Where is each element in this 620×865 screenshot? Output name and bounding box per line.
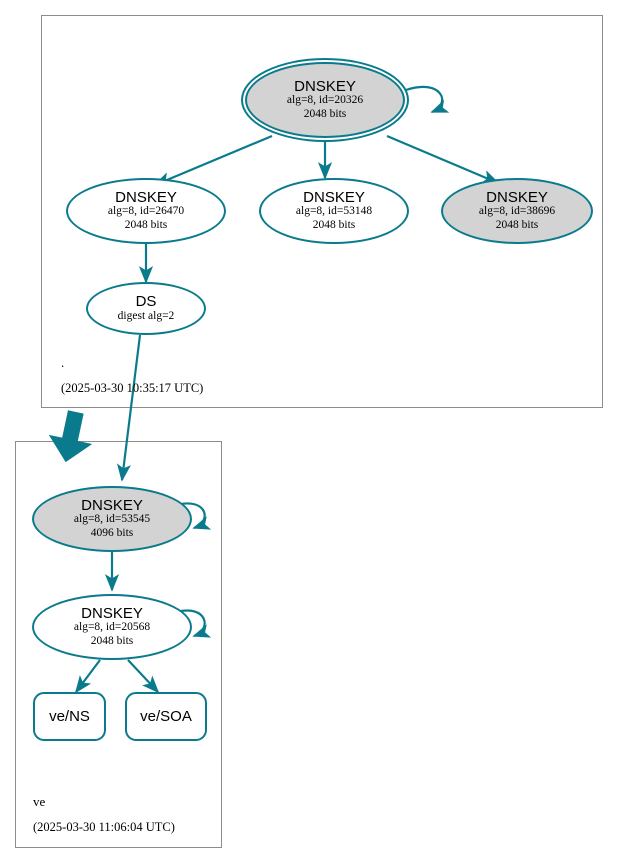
- node-dnskey-53545[interactable]: DNSKEY alg=8, id=53545 4096 bits: [32, 486, 192, 552]
- node-rrset-ve-soa[interactable]: ve/SOA: [125, 692, 207, 741]
- rrset-label: ve/NS: [49, 708, 90, 725]
- node-dnskey-53148[interactable]: DNSKEY alg=8, id=53148 2048 bits: [259, 178, 409, 244]
- node-keysize: 4096 bits: [90, 526, 134, 539]
- node-title: DNSKEY: [81, 604, 143, 622]
- node-dnskey-20568[interactable]: DNSKEY alg=8, id=20568 2048 bits: [32, 594, 192, 660]
- node-title: DNSKEY: [81, 496, 143, 514]
- node-ds-digest-alg-2[interactable]: DS digest alg=2: [86, 282, 206, 335]
- node-keyinfo: alg=8, id=20568: [73, 621, 151, 634]
- node-title: DS: [135, 292, 157, 310]
- node-keysize: 2048 bits: [303, 107, 347, 120]
- node-keyinfo: alg=8, id=26470: [107, 205, 185, 218]
- node-dnskey-38696[interactable]: DNSKEY alg=8, id=38696 2048 bits: [441, 178, 593, 244]
- node-keyinfo: alg=8, id=20326: [286, 94, 364, 107]
- node-title: DNSKEY: [303, 188, 365, 206]
- node-keyinfo: alg=8, id=38696: [478, 205, 556, 218]
- node-keysize: 2048 bits: [90, 634, 134, 647]
- zone-timestamp-ve: (2025-03-30 11:06:04 UTC): [33, 820, 175, 834]
- zone-label-root: .: [61, 355, 65, 370]
- zone-box-root: [41, 15, 603, 408]
- node-title: DNSKEY: [115, 188, 177, 206]
- node-title: DNSKEY: [486, 188, 548, 206]
- node-dnskey-26470[interactable]: DNSKEY alg=8, id=26470 2048 bits: [66, 178, 226, 244]
- node-dnskey-20326[interactable]: DNSKEY alg=8, id=20326 2048 bits: [245, 62, 405, 138]
- zone-timestamp-root: (2025-03-30 10:35:17 UTC): [61, 381, 204, 395]
- node-keysize: 2048 bits: [495, 218, 539, 231]
- node-title: DNSKEY: [294, 77, 356, 95]
- node-rrset-ve-ns[interactable]: ve/NS: [33, 692, 106, 741]
- node-keyinfo: alg=8, id=53148: [295, 205, 373, 218]
- node-keysize: 2048 bits: [312, 218, 356, 231]
- node-keyinfo: alg=8, id=53545: [73, 513, 151, 526]
- node-digestinfo: digest alg=2: [117, 309, 175, 322]
- zone-box-ve: [15, 441, 222, 848]
- zone-label-ve: ve: [33, 794, 46, 809]
- node-keysize: 2048 bits: [124, 218, 168, 231]
- rrset-label: ve/SOA: [140, 708, 192, 725]
